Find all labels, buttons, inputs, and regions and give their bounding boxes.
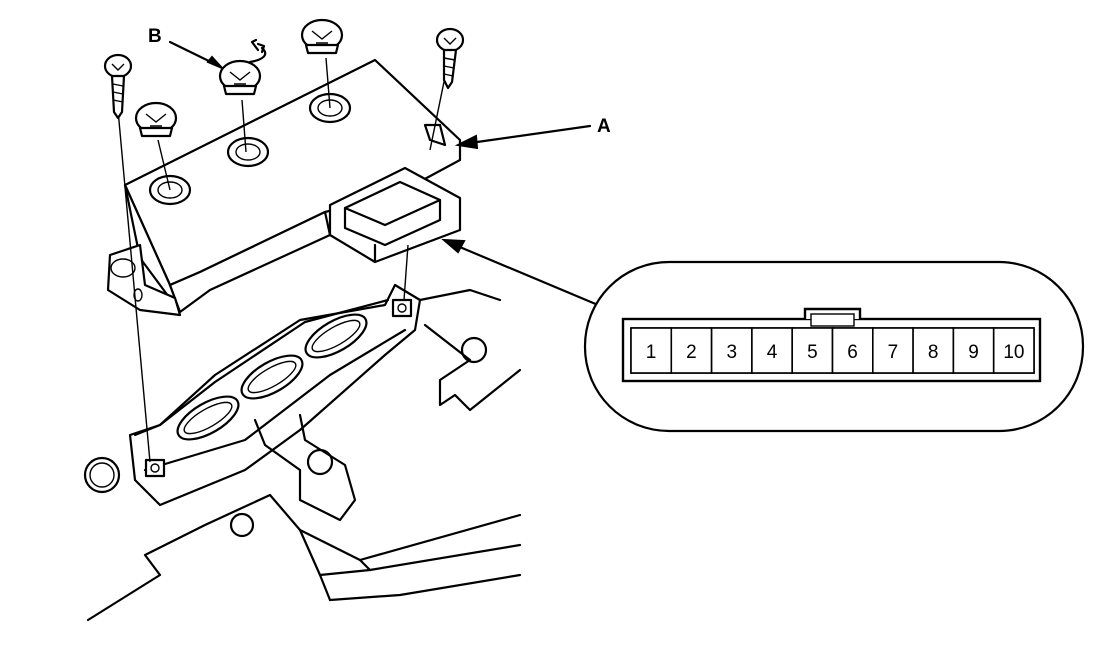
vehicle-floor-panel bbox=[86, 288, 522, 622]
connector-pin-6: 6 bbox=[831, 327, 874, 374]
pin-cell bbox=[831, 327, 874, 374]
bracket-slot bbox=[176, 395, 240, 441]
bracket-slot bbox=[240, 354, 304, 400]
pin-cell bbox=[630, 327, 673, 374]
flange-bolt-icon bbox=[300, 18, 344, 55]
pin-cell bbox=[992, 327, 1035, 374]
connector-pin-3: 3 bbox=[710, 327, 753, 374]
pin-number: 7 bbox=[888, 342, 899, 363]
pin-cell bbox=[871, 327, 914, 374]
connector-pin-2: 2 bbox=[670, 327, 713, 374]
connector-pin-4: 4 bbox=[751, 327, 794, 374]
connector-pin-10: 10 bbox=[992, 327, 1035, 374]
pin-cell bbox=[912, 327, 955, 374]
connector-pin-9: 9 bbox=[952, 327, 995, 374]
connector-pin-8: 8 bbox=[912, 327, 955, 374]
pin-cell bbox=[670, 327, 713, 374]
connector-pin-row: 1 2 3 4 5 6 7 8 9 10 bbox=[630, 327, 1035, 374]
pin-cell bbox=[952, 327, 995, 374]
connector-pin-1: 1 bbox=[630, 327, 673, 374]
flange-bolt-icon bbox=[134, 101, 178, 138]
detail-pointer-arrow bbox=[441, 238, 600, 307]
pin-number: 4 bbox=[767, 342, 778, 363]
connector-pin-7: 7 bbox=[871, 327, 914, 374]
pin-cell bbox=[791, 327, 834, 374]
pin-number: 5 bbox=[807, 342, 818, 363]
mounting-bracket bbox=[83, 283, 422, 507]
callout-a: A bbox=[454, 116, 611, 150]
svg-text:B: B bbox=[148, 26, 162, 47]
flange-bolt-icon bbox=[218, 59, 262, 96]
phillips-screw-icon bbox=[103, 53, 133, 120]
pin-number: 1 bbox=[646, 342, 657, 363]
weld-nut bbox=[144, 458, 166, 478]
connector-face: 1 2 3 4 5 6 7 8 9 10 bbox=[621, 307, 1042, 383]
pin-number: 9 bbox=[968, 342, 979, 363]
svg-text:A: A bbox=[597, 116, 611, 137]
fastener-guide-lines bbox=[117, 57, 447, 463]
control-unit bbox=[106, 58, 462, 317]
bracket-slot bbox=[304, 313, 368, 359]
pin-number: 6 bbox=[847, 342, 858, 363]
pin-cell bbox=[751, 327, 794, 374]
pin-number: 10 bbox=[1003, 342, 1024, 363]
pin-number: 8 bbox=[928, 342, 939, 363]
pin-number: 2 bbox=[686, 342, 697, 363]
connector-detail-view: 1 2 3 4 5 6 7 8 9 10 bbox=[583, 260, 1085, 433]
connector-pin-5: 5 bbox=[791, 327, 834, 374]
rotation-arrow-icon bbox=[248, 38, 267, 64]
pin-number: 3 bbox=[727, 342, 738, 363]
phillips-screw-icon bbox=[435, 27, 465, 90]
weld-nut bbox=[391, 298, 413, 318]
unit-connector-socket bbox=[328, 166, 462, 264]
callout-b: B bbox=[148, 26, 223, 69]
